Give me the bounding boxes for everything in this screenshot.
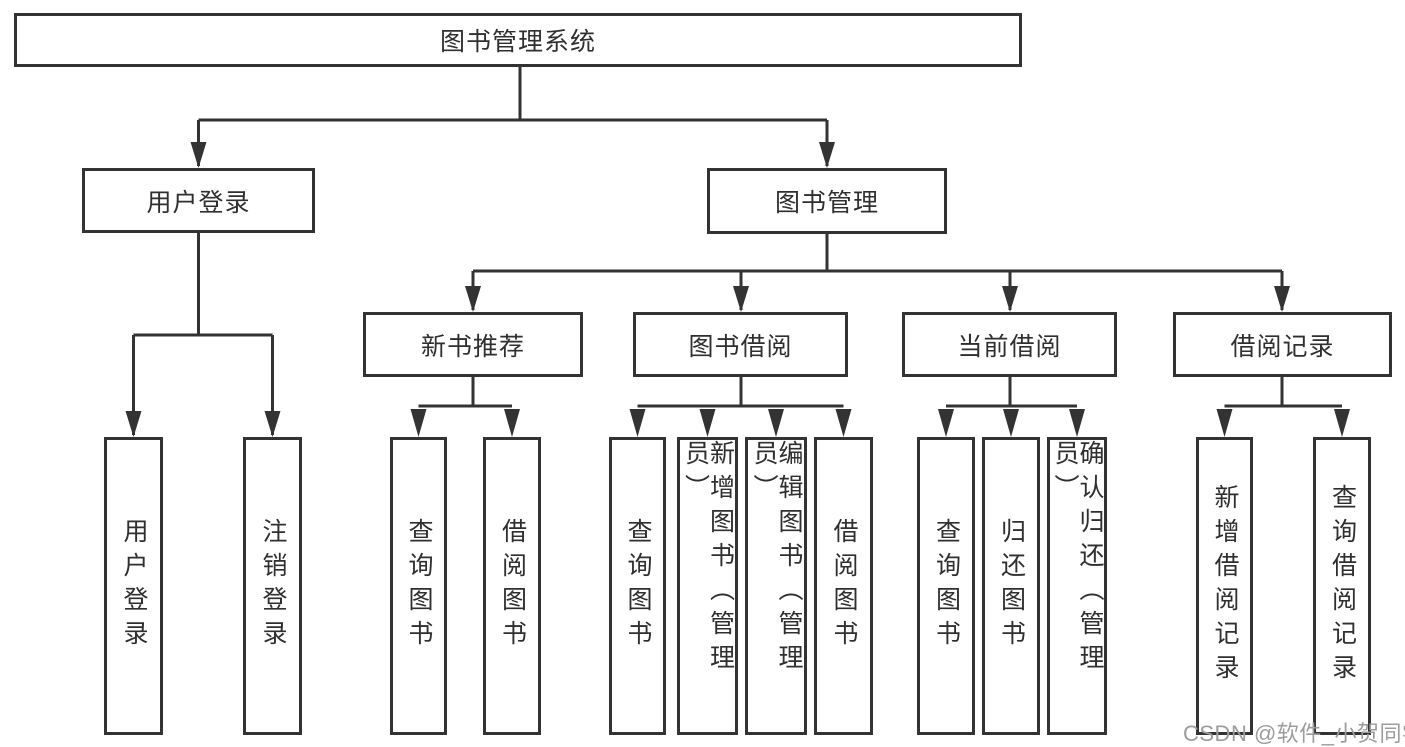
node-query-books-borrow: 查询图书	[609, 437, 666, 735]
node-query-books-newbook: 查询图书	[390, 437, 447, 735]
node-query-books-current: 查询图书	[917, 437, 975, 735]
node-user-login: 用户登录	[82, 168, 315, 233]
connector-root-to-level2	[190, 66, 835, 168]
connector-borrow-to-leaves	[629, 377, 852, 437]
connector-current-to-leaves	[938, 377, 1085, 437]
node-borrow-books-borrow: 借阅图书	[814, 437, 873, 735]
node-library-management-system: 图书管理系统	[14, 13, 1022, 67]
node-borrowing-records: 借阅记录	[1173, 312, 1392, 377]
node-book-management: 图书管理	[707, 168, 947, 234]
watermark-text: CSDN @软件_小贺同学	[1183, 721, 1405, 746]
node-confirm-return-admin: 确认归还（管理员）	[1047, 437, 1107, 735]
connector-records-to-leaves	[1216, 377, 1350, 437]
node-add-books-admin: 新增图书（管理员）	[677, 437, 738, 735]
node-book-borrowing: 图书借阅	[633, 312, 848, 377]
node-logout-action: 注销登录	[243, 437, 302, 735]
connector-management-to-level3	[465, 234, 1290, 312]
connector-login-to-leaves	[125, 233, 281, 437]
node-new-book-recommendation: 新书推荐	[363, 312, 583, 377]
node-current-borrowing: 当前借阅	[902, 312, 1117, 377]
node-query-borrow-record: 查询借阅记录	[1313, 437, 1371, 735]
connector-newbook-to-leaves	[410, 377, 520, 437]
node-return-books: 归还图书	[982, 437, 1040, 735]
node-add-borrow-record: 新增借阅记录	[1196, 437, 1253, 735]
node-edit-books-admin: 编辑图书（管理员）	[745, 437, 807, 735]
node-borrow-books-newbook: 借阅图书	[483, 437, 541, 735]
node-user-login-action: 用户登录	[104, 437, 163, 735]
